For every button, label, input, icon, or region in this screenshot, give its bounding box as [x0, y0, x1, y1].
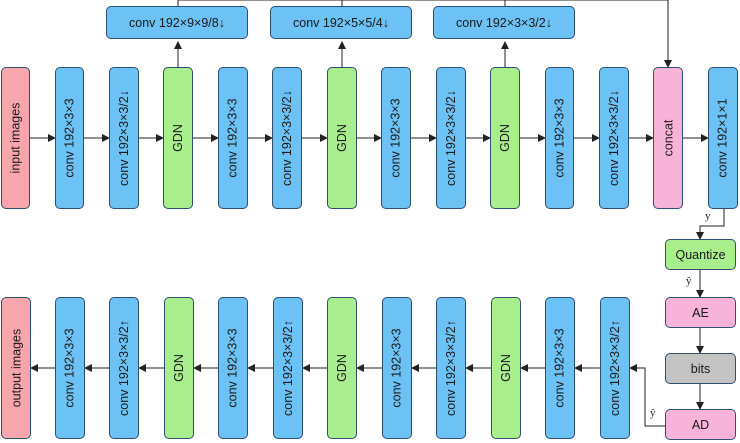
enc-conv8-block: conv 192×3×3/2↓ — [599, 67, 629, 209]
enc-gdn1-label: GDN — [171, 124, 185, 152]
dec-conv8-block: conv 192×3×3/2↑ — [600, 297, 630, 439]
dec-gdn3-block: GDN — [491, 297, 521, 439]
enc-gdn2-label: GDN — [335, 124, 349, 152]
dec-conv4-block: conv 192×3×3/2↑ — [273, 297, 303, 439]
enc-conv1-block: conv 192×3×3 — [55, 67, 84, 209]
ae-block: AE — [665, 297, 736, 328]
enc-conv8-label: conv 192×3×3/2↓ — [607, 90, 622, 186]
enc-conv1-label: conv 192×3×3 — [62, 98, 77, 178]
enc-conv9-label: conv 192×1×1 — [716, 98, 730, 178]
dec-conv3-label: conv 192×3×3 — [226, 328, 240, 408]
var-y-label: y — [705, 210, 711, 222]
dec-gdn1-label: GDN — [172, 354, 186, 382]
dec-conv6-block: conv 192×3×3/2↑ — [436, 297, 466, 439]
dec-conv7-block: conv 192×3×3 — [545, 297, 575, 439]
input-images-label: input images — [8, 102, 23, 174]
dec-conv7-label: conv 192×3×3 — [553, 328, 567, 408]
dec-conv3-block: conv 192×3×3 — [218, 297, 248, 439]
output-images-block: output images — [1, 297, 31, 439]
branch2-conv: conv 192×5×5/4↓ — [270, 6, 412, 39]
enc-conv3-label: conv 192×3×3 — [226, 98, 240, 178]
enc-conv2-label: conv 192×3×3/2↓ — [117, 90, 132, 186]
enc-conv3-block: conv 192×3×3 — [218, 67, 248, 209]
dec-conv1-block: conv 192×3×3 — [55, 297, 85, 439]
dec-gdn3-label: GDN — [499, 354, 513, 382]
enc-conv7-label: conv 192×3×3 — [552, 98, 567, 178]
branch1-conv-label: conv 192×9×9/8↓ — [129, 15, 225, 30]
ad-block: AD — [665, 409, 736, 440]
dec-conv2-block: conv 192×3×3/2↑ — [109, 297, 139, 439]
bits-block: bits — [665, 353, 736, 384]
arrow-ad-conv8 — [629, 364, 665, 427]
enc-conv7-block: conv 192×3×3 — [545, 67, 574, 209]
branch3-conv: conv 192×3×3/2↓ — [433, 6, 575, 39]
enc-conv5-label: conv 192×3×3 — [389, 98, 403, 178]
dec-conv1-label: conv 192×3×3 — [63, 328, 77, 408]
dec-conv6-label: conv 192×3×3/2↑ — [444, 320, 459, 416]
enc-conv4-label: conv 192×3×3/2↓ — [280, 90, 295, 186]
branch2-conv-label: conv 192×5×5/4↓ — [293, 15, 389, 30]
var-yhat-decoded-label: ŷ — [650, 407, 656, 419]
dec-conv5-label: conv 192×3×3 — [390, 328, 404, 408]
enc-gdn2-block: GDN — [327, 67, 357, 209]
enc-gdn1-block: GDN — [163, 67, 193, 209]
bits-label: bits — [690, 361, 711, 376]
quantize-block: Quantize — [665, 239, 736, 270]
var-yhat-quantized-label: ŷ — [686, 275, 692, 287]
dec-conv4-label: conv 192×3×3/2↑ — [281, 320, 296, 416]
branch3-conv-label: conv 192×3×3/2↓ — [456, 15, 552, 30]
dec-gdn2-label: GDN — [335, 354, 349, 382]
dec-gdn2-block: GDN — [327, 297, 357, 439]
wire-branch1-concat — [177, 0, 672, 68]
ad-label: AD — [691, 417, 710, 432]
enc-conv5-block: conv 192×3×3 — [381, 67, 411, 209]
dec-conv2-label: conv 192×3×3/2↑ — [117, 320, 132, 416]
arrow-conv9-quantize — [696, 209, 725, 240]
ae-label: AE — [692, 305, 709, 320]
dec-conv5-block: conv 192×3×3 — [382, 297, 412, 439]
enc-gdn3-label: GDN — [498, 124, 512, 152]
enc-conv6-label: conv 192×3×3/2↓ — [444, 90, 459, 186]
dec-gdn1-block: GDN — [164, 297, 194, 439]
enc-conv6-block: conv 192×3×3/2↓ — [436, 67, 466, 209]
branch1-conv: conv 192×9×9/8↓ — [106, 6, 248, 39]
enc-conv9-block: conv 192×1×1 — [708, 67, 738, 209]
enc-gdn3-block: GDN — [490, 67, 520, 209]
input-images-block: input images — [1, 67, 30, 209]
enc-conv4-block: conv 192×3×3/2↓ — [272, 67, 302, 209]
dec-conv8-label: conv 192×3×3/2↑ — [608, 320, 623, 416]
concat-block: concat — [653, 67, 683, 209]
concat-label: concat — [661, 119, 675, 157]
output-images-label: output images — [9, 328, 23, 408]
quantize-label: Quantize — [675, 247, 726, 262]
enc-conv2-block: conv 192×3×3/2↓ — [109, 67, 139, 209]
